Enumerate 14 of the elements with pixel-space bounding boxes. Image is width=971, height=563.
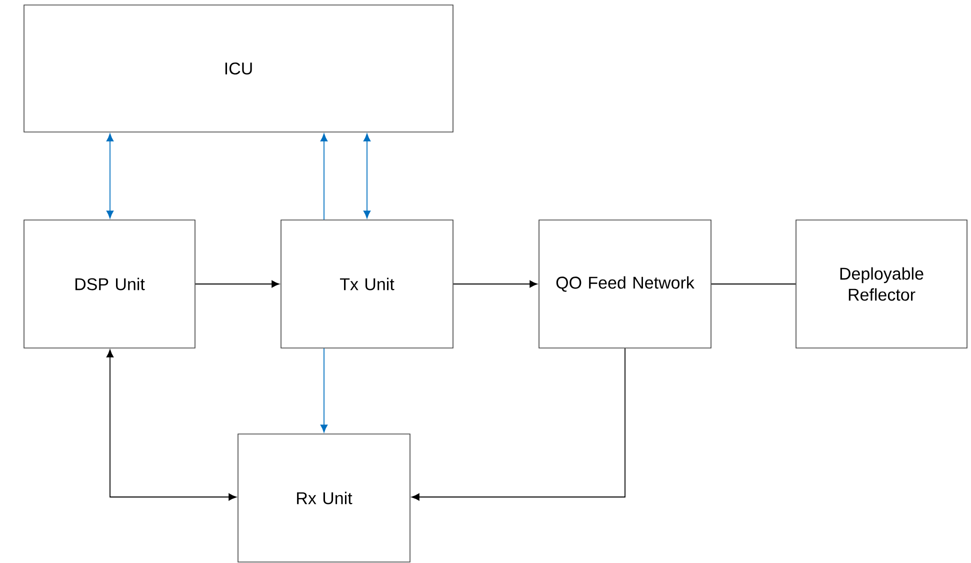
arrow <box>194 280 280 288</box>
unit-box: Tx Unit <box>280 220 454 348</box>
unit-box: ICU <box>24 4 454 132</box>
arrow <box>363 134 371 218</box>
arrow <box>106 350 236 501</box>
unit-box: QO Feed Network <box>538 220 712 348</box>
unit-box: Rx Unit <box>238 434 410 562</box>
arrow <box>320 348 328 432</box>
unit-box: Deployable Reflector <box>796 220 968 348</box>
arrow <box>106 134 114 218</box>
unit-box: DSP Unit <box>24 220 196 348</box>
arrow <box>412 348 626 501</box>
arrow <box>320 134 328 220</box>
arrow <box>452 280 538 288</box>
